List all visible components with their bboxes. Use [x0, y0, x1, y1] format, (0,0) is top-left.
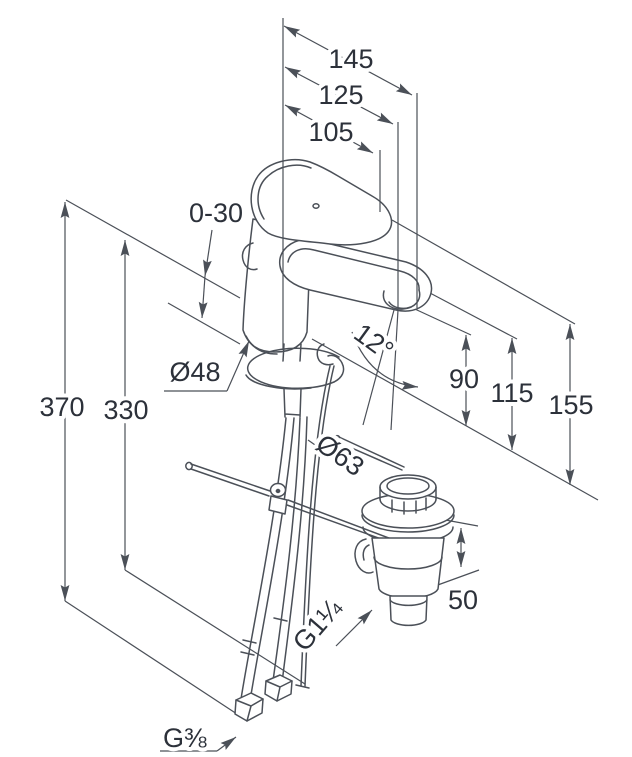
dim-label-dia48: Ø48 [169, 357, 220, 387]
supply-hoses [234, 416, 308, 722]
reference-lines [64, 199, 599, 717]
dimension-labels: 145 125 105 0-30 Ø48 370 330 12° 90 115 … [35, 40, 597, 757]
dim-label-125: 125 [318, 80, 363, 110]
dim-label-dia63: Ø63 [311, 428, 370, 482]
dimension-lines [60, 18, 575, 752]
dim-label-155: 155 [548, 390, 593, 420]
spray-angle-lines [351, 309, 419, 431]
dim-label-90: 90 [449, 364, 479, 394]
dim-label-50: 50 [448, 585, 478, 615]
dim-label-12deg: 12° [348, 318, 399, 366]
faucet-body [241, 158, 433, 418]
dim-label-115: 115 [490, 378, 533, 408]
pop-up-waste [354, 474, 455, 627]
pop-up-rod-linkage [185, 365, 411, 689]
dim-label-330: 330 [103, 395, 148, 425]
dim-label-g1-1-4: G1¼ [287, 593, 348, 657]
dim-label-0-30: 0-30 [189, 198, 243, 228]
dim-label-370: 370 [39, 392, 84, 422]
dim-label-105: 105 [308, 117, 353, 147]
dim-label-g3-8: G⅜ [163, 723, 207, 753]
dim-label-145: 145 [328, 44, 373, 74]
